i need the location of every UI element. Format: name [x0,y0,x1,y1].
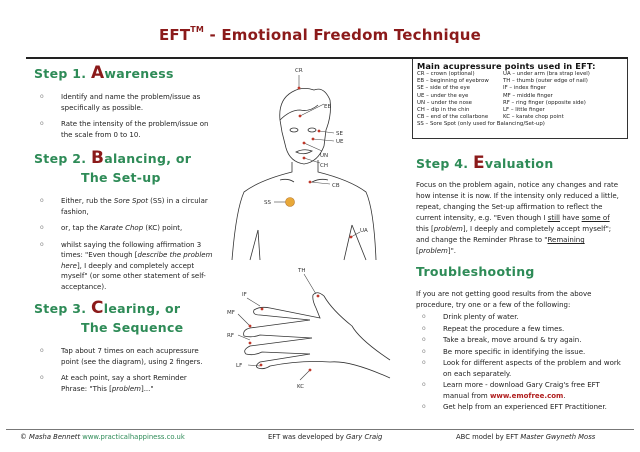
legend-heading: Main acupressure points used in EFT: [417,61,596,71]
step3-subheading: The Sequence [81,320,184,335]
troubleshooting-list: Drink plenty of water. Repeat the proced… [416,312,626,414]
legend-item: CH – dip in the chin [417,107,470,114]
step1-heading: Step 1. Awareness [34,63,174,83]
acupressure-legend: Main acupressure points used in EFT: CR … [412,59,628,139]
list-item: Learn more - download Gary Craig's free … [416,380,626,401]
troubleshooting-heading: Troubleshooting [416,264,535,279]
legend-item: IF – index finger [503,85,547,92]
legend-item: SS – Sore Spot (only used for Balancing/… [417,121,545,128]
troubleshooting-intro: If you are not getting good results from… [416,290,592,309]
legend-item: RF – ring finger (opposite side) [503,99,586,106]
legend-item: SE – side of the eye [417,85,471,92]
legend-item: UN – under the nose [417,99,473,106]
acupressure-diagram: CR EB SE UE UN CH CB SS UA TH IF MF RF L… [220,60,410,400]
svg-text:IF: IF [242,292,247,298]
step1-list: Identify and name the problem/issue as s… [34,92,214,146]
svg-text:UA: UA [360,228,368,234]
step3-heading: Step 3. Clearing, or [34,298,181,318]
svg-text:CR: CR [295,68,303,74]
svg-text:TH: TH [297,268,306,274]
svg-text:LF: LF [236,363,242,369]
step2-subheading: The Set-up [81,170,161,185]
legend-item: UE – under the eye [417,92,469,99]
legend-item: CR – crown (optional) [417,71,475,77]
step2-heading: Step 2. Balancing, or [34,148,192,168]
svg-text:RF: RF [227,333,234,339]
legend-item: KC – karate chop point [503,114,564,121]
body-diagram-icon: CR EB SE UE UN CH CB SS UA TH IF MF RF L… [227,68,391,390]
list-item: Drink plenty of water. [416,312,626,323]
step4-text: Focus on the problem again, notice any c… [416,181,619,255]
svg-text:CH: CH [320,163,328,169]
footer-abc-credit: ABC model by EFT Master Gwyneth Moss [456,433,596,441]
sore-spot-icon [285,197,295,207]
legend-item: LF – little finger [503,107,545,114]
list-item: At each point, say a short Reminder Phra… [34,373,214,394]
step4-heading: Step 4. Evaluation [416,153,554,173]
page-title: EFTTM - Emotional Freedom Technique [158,25,482,44]
list-item: Rate the intensity of the problem/issue … [34,119,214,140]
step2-list: Either, rub the Sore Spot (SS) in a circ… [34,196,214,298]
svg-text:CB: CB [332,183,340,189]
footer-site-link[interactable]: www.practicalhappiness.co.uk [82,433,185,441]
svg-text:SE: SE [336,131,343,137]
list-item: Look for different aspects of the proble… [416,358,626,379]
svg-text:EB: EB [324,104,331,110]
footer-credit: EFT was developed by Gary Craig [268,433,383,441]
list-item: Identify and name the problem/issue as s… [34,92,214,113]
list-item: Get help from an experienced EFT Practit… [416,402,626,413]
legend-item: TH – thumb (outer edge of nail) [503,78,588,85]
list-item: whilst saying the following affirmation … [34,240,214,293]
list-item: Either, rub the Sore Spot (SS) in a circ… [34,196,214,217]
list-item: Tap about 7 times on each acupressure po… [34,346,214,367]
svg-text:SS: SS [264,200,271,206]
top-divider [26,57,628,59]
legend-item: UA – under arm (bra strap level) [503,71,590,77]
svg-text:UN: UN [320,153,328,159]
svg-text:KC: KC [297,384,304,390]
emofree-link[interactable]: www.emofree.com [489,391,564,400]
list-item: Take a break, move around & try again. [416,335,626,346]
list-item: Repeat the procedure a few times. [416,324,626,335]
svg-text:MF: MF [227,310,235,316]
svg-text:UE: UE [336,139,344,145]
legend-item: MF – middle finger [503,92,553,99]
legend-item: CB – end of the collarbone [417,114,489,121]
list-item: or, tap the Karate Chop (KC) point, [34,223,214,234]
legend-item: EB – beginning of eyebrow [417,78,489,85]
footer-copyright: © Masha Bennett www.practicalhappiness.c… [20,433,185,441]
acupressure-point-icon [248,86,353,372]
step3-list: Tap about 7 times on each acupressure po… [34,346,214,400]
bottom-divider [6,429,634,430]
list-item: Be more specific in identifying the issu… [416,347,626,358]
